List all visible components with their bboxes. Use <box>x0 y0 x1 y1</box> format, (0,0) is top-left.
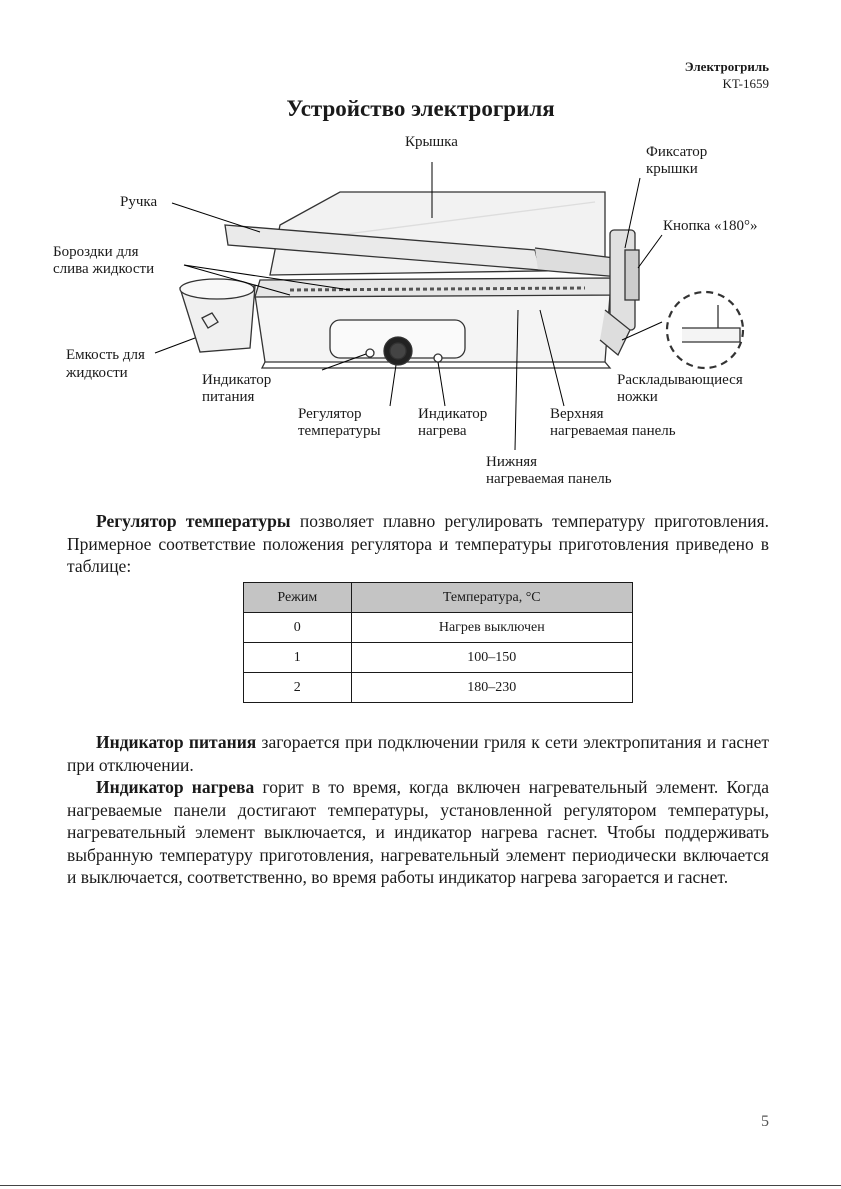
bottom-divider <box>0 1185 841 1186</box>
label-legs-line1: Раскладывающиеся <box>617 372 743 388</box>
label-grooves-line1: Бороздки для <box>53 244 138 260</box>
header-product: Электрогриль <box>685 58 769 75</box>
page-title: Устройство электрогриля <box>0 96 841 122</box>
table-row: 2 180–230 <box>244 673 633 703</box>
table-cell-mode: 0 <box>244 613 352 643</box>
label-heat-indicator-line1: Индикатор <box>418 406 487 422</box>
label-button-180: Кнопка «180°» <box>663 218 758 234</box>
power-indicator-paragraph: Индикатор питания загорается при подключ… <box>67 731 769 776</box>
document-header: Электрогриль KT-1659 <box>685 58 769 92</box>
grill-diagram: Крышка Фиксатор крышки Ручка Кнопка «180… <box>50 130 790 490</box>
page-number: 5 <box>761 1113 769 1131</box>
label-lower-panel-line2: нагреваемая панель <box>486 471 612 487</box>
label-thermostat-line1: Регулятор <box>298 406 362 422</box>
label-grooves-line2: слива жидкости <box>53 261 154 277</box>
intro-bold-term: Регулятор температуры <box>96 511 291 531</box>
table-cell-temperature: 100–150 <box>351 643 632 673</box>
temperature-table: Режим Температура, °C 0 Нагрев выключен … <box>243 582 633 703</box>
label-legs-line2: ножки <box>617 389 658 405</box>
label-container-line1: Емкость для <box>66 347 145 363</box>
label-heat-indicator-line2: нагрева <box>418 423 467 439</box>
table-header-temperature: Температура, °C <box>351 583 632 613</box>
table-cell-temperature: 180–230 <box>351 673 632 703</box>
label-handle: Ручка <box>120 194 157 210</box>
heat-indicator-bold-term: Индикатор нагрева <box>96 777 254 797</box>
label-upper-panel-line2: нагреваемая панель <box>550 423 676 439</box>
label-power-indicator-line2: питания <box>202 389 254 405</box>
label-lid: Крышка <box>405 134 458 150</box>
table-cell-mode: 2 <box>244 673 352 703</box>
label-container-line2: жидкости <box>66 365 128 381</box>
table-cell-temperature: Нагрев выключен <box>351 613 632 643</box>
label-power-indicator-line1: Индикатор <box>202 372 271 388</box>
header-model-number: KT-1659 <box>685 75 769 92</box>
label-lid-lock-line1: Фиксатор <box>646 144 707 160</box>
label-thermostat-line2: температуры <box>298 423 381 439</box>
table-header-mode: Режим <box>244 583 352 613</box>
table-row: 0 Нагрев выключен <box>244 613 633 643</box>
intro-paragraph: Регулятор температуры позволяет плавно р… <box>67 510 769 578</box>
table-row: 1 100–150 <box>244 643 633 673</box>
heat-indicator-paragraph: Индикатор нагрева горит в то время, когд… <box>67 776 769 889</box>
label-lid-lock-line2: крышки <box>646 161 698 177</box>
label-lower-panel-line1: Нижняя <box>486 454 537 470</box>
table-header-row: Режим Температура, °C <box>244 583 633 613</box>
table-cell-mode: 1 <box>244 643 352 673</box>
power-indicator-bold-term: Индикатор питания <box>96 732 256 752</box>
label-upper-panel-line1: Верхняя <box>550 406 604 422</box>
